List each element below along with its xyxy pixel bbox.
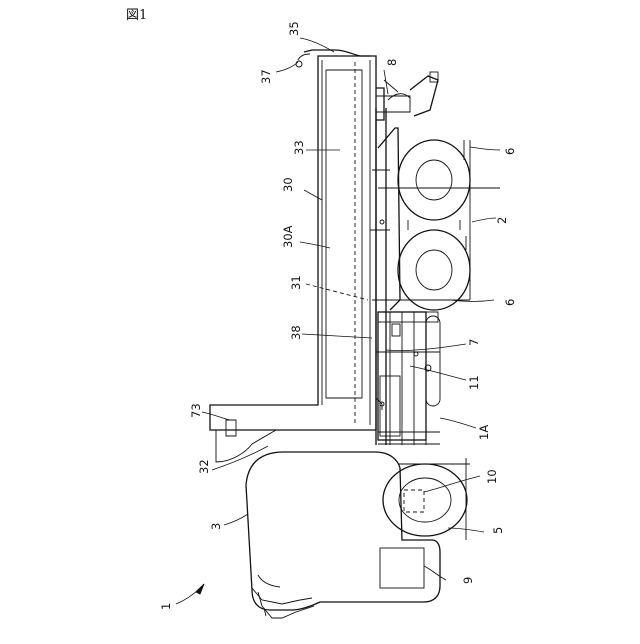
label-30a: 30A xyxy=(281,225,295,248)
label-32: 32 xyxy=(197,459,211,474)
label-1: 1 xyxy=(159,603,173,610)
label-6-top: 6 xyxy=(503,148,517,155)
front-wheel xyxy=(383,458,470,540)
reference-numerals: 35 37 8 33 30 30A 31 38 6 2 6 7 11 1A 73… xyxy=(159,21,517,610)
label-5: 5 xyxy=(491,527,505,534)
cargo-body xyxy=(210,50,376,462)
figure-title: 図1 xyxy=(126,8,147,23)
label-38: 38 xyxy=(289,325,303,340)
cab-box-9 xyxy=(380,548,424,588)
label-7: 7 xyxy=(467,339,481,346)
label-30: 30 xyxy=(281,177,295,192)
label-8: 8 xyxy=(385,59,399,66)
label-1a: 1A xyxy=(477,425,491,440)
rear-wheels xyxy=(398,140,470,310)
label-31: 31 xyxy=(289,275,303,290)
label-9: 9 xyxy=(461,577,475,584)
label-73: 73 xyxy=(189,403,203,418)
leader-lines xyxy=(176,38,500,604)
cab xyxy=(246,452,440,618)
label-6-bottom: 6 xyxy=(503,299,517,306)
label-35: 35 xyxy=(287,21,301,36)
label-11: 11 xyxy=(467,375,481,390)
label-2: 2 xyxy=(495,217,509,224)
label-3: 3 xyxy=(209,523,223,530)
label-10: 10 xyxy=(485,469,499,484)
label-33: 33 xyxy=(292,140,306,155)
label-37: 37 xyxy=(259,69,273,84)
